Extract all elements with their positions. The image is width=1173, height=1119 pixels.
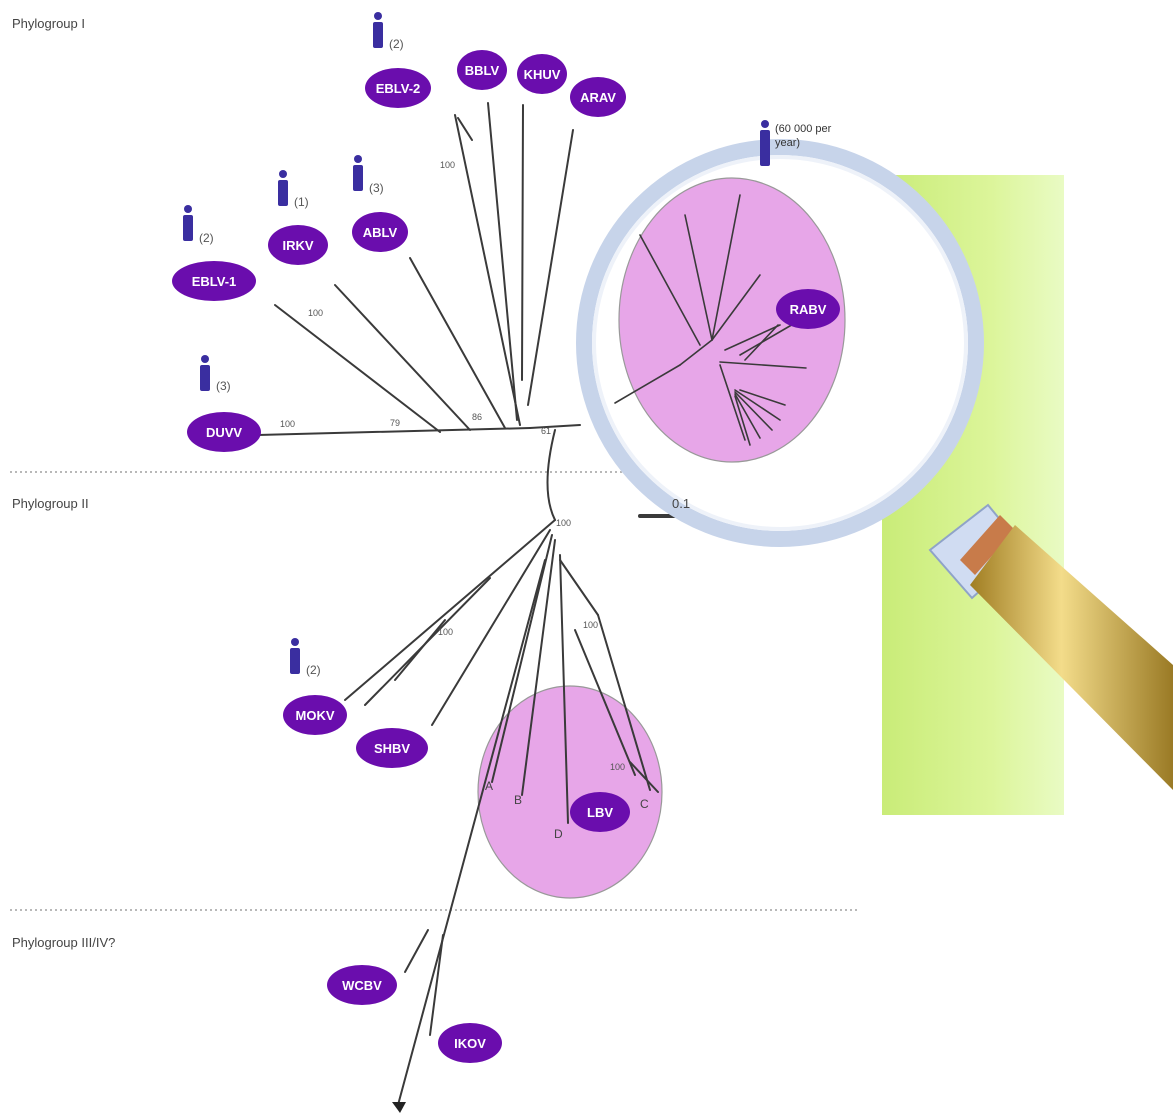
branch [430, 935, 443, 1035]
lineage-label-b: B [514, 793, 522, 807]
bootstrap-value: 79 [390, 418, 400, 428]
virus-pill-lbv: LBV [570, 792, 630, 832]
virus-pill-ebv2: EBLV-2 [365, 68, 431, 108]
svg-text:RABV: RABV [790, 302, 827, 317]
phylogroup-label-3: Phylogroup III/IV? [12, 935, 115, 950]
virus-pill-mokv: MOKV [283, 695, 347, 735]
virus-pill-ebv1: EBLV-1 [172, 261, 256, 301]
branch [560, 560, 598, 615]
phylogroup-label-1: Phylogroup I [12, 16, 85, 31]
person-icon [760, 120, 770, 166]
virus-pill-wcbv: WCBV [327, 965, 397, 1005]
person-icon [183, 205, 193, 241]
svg-text:IKOV: IKOV [454, 1036, 486, 1051]
person-icon [353, 155, 363, 191]
bootstrap-value: 61 [541, 426, 551, 436]
virus-pill-ablv: ABLV [352, 212, 408, 252]
branch [455, 115, 520, 425]
branch [275, 305, 440, 432]
svg-text:BBLV: BBLV [465, 63, 500, 78]
lineage-label-c: C [640, 797, 649, 811]
person-icon [278, 170, 288, 206]
branch [258, 428, 530, 435]
bootstrap-value: 100 [583, 620, 598, 630]
branch [528, 130, 573, 405]
svg-text:EBLV-1: EBLV-1 [192, 274, 237, 289]
virus-pill-shbv: SHBV [356, 728, 428, 768]
lineage-label-a: A [485, 779, 493, 793]
virus-pill-khuv: KHUV [517, 54, 567, 94]
human-case-count: (3) [216, 379, 231, 393]
branch [488, 103, 517, 420]
bootstrap-value: 100 [280, 419, 295, 429]
person-icon [373, 12, 383, 48]
phylogroup-label-2: Phylogroup II [12, 496, 89, 511]
svg-text:KHUV: KHUV [524, 67, 561, 82]
bootstrap-value: 100 [438, 627, 453, 637]
branch [335, 285, 470, 430]
svg-text:LBV: LBV [587, 805, 613, 820]
virus-pill-ikov: IKOV [438, 1023, 502, 1063]
branch [530, 425, 580, 428]
branch [548, 430, 556, 520]
svg-text:IRKV: IRKV [282, 238, 313, 253]
human-case-count: (1) [294, 195, 309, 209]
human-case-count: (2) [389, 37, 404, 51]
svg-text:SHBV: SHBV [374, 741, 410, 756]
rabv-pill: RABV [776, 289, 840, 329]
virus-pill-duvv: DUVV [187, 412, 261, 452]
branch [405, 930, 428, 972]
human-case-markers [183, 12, 383, 674]
human-case-count: (2) [199, 231, 214, 245]
human-case-count: (3) [369, 181, 384, 195]
svg-text:EBLV-2: EBLV-2 [376, 81, 421, 96]
svg-text:DUVV: DUVV [206, 425, 242, 440]
svg-text:ARAV: ARAV [580, 90, 616, 105]
svg-text:MOKV: MOKV [296, 708, 335, 723]
bootstrap-value: 86 [472, 412, 482, 422]
svg-text:WCBV: WCBV [342, 978, 382, 993]
bootstrap-value: 100 [556, 518, 571, 528]
human-case-count: (2) [306, 663, 321, 677]
svg-text:ABLV: ABLV [363, 225, 398, 240]
lineage-label-d: D [554, 827, 563, 841]
virus-pill-bblv: BBLV [457, 50, 507, 90]
bootstrap-value: 100 [610, 762, 625, 772]
rabv-human-case-count: (60 000 per year) [775, 122, 843, 150]
human-case-counts: (2) (2) (1) (3) (3) (2) [199, 37, 404, 677]
scale-bar-label: 0.1 [672, 496, 690, 511]
person-icon [290, 638, 300, 674]
tree-arrow-head [392, 1102, 406, 1113]
lbv-highlight-circle [478, 686, 662, 898]
person-icon [200, 355, 210, 391]
bootstrap-labels: 100 100 100 79 86 61 100 100 100 100 [280, 160, 625, 772]
virus-pill-irkv: IRKV [268, 225, 328, 265]
bootstrap-value: 100 [440, 160, 455, 170]
bootstrap-value: 100 [308, 308, 323, 318]
branch [345, 520, 555, 700]
branch [522, 105, 523, 380]
virus-pill-arav: ARAV [570, 77, 626, 117]
